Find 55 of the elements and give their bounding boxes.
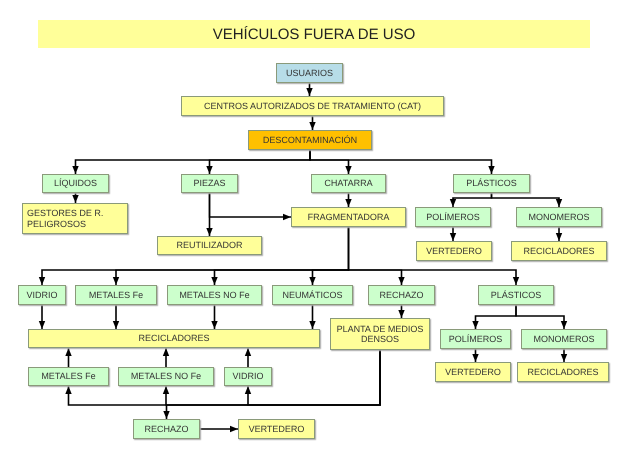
process-box: VERTEDERO [416,241,492,261]
arrow [556,227,562,241]
process-box: NEUMÁTICOS [272,285,353,305]
arrow [450,227,456,241]
process-box: VERTEDERO [238,419,315,439]
process-box: LÍQUIDOS [42,174,109,193]
process-box: FRAGMENTADORA [291,207,406,227]
arrow [560,349,568,362]
process-box: VERTEDERO [435,362,511,382]
process-box: POLÍMEROS [440,329,511,349]
process-box: METALES NO Fe [118,367,214,386]
process-box: METALES NO Fe [167,285,262,305]
arrow [345,193,352,207]
process-box: REUTILIZADOR [157,236,262,255]
process-box: USUARIOS [276,63,343,83]
process-box: RECICLADORES [511,241,607,261]
process-box: PIEZAS [181,174,238,193]
process-box: GESTORES DE R. PELIGROSOS [22,203,128,234]
process-box: POLÍMEROS [415,207,491,227]
process-box: DESCONTAMINACIÓN [248,130,372,150]
process-box: RECHAZO [133,419,200,439]
arrow [162,348,170,367]
process-box: RECICLADORES [517,362,609,382]
process-box: PLÁSTICOS [453,174,530,193]
process-box: CHATARRA [311,174,386,193]
arrow [309,305,316,329]
arrow [309,116,316,130]
arrow [211,305,218,329]
process-box: MONOMEROS [521,329,607,349]
arrow [38,305,46,329]
process-box: METALES Fe [28,367,109,386]
process-box: MONOMEROS [516,207,602,227]
arrow [200,426,238,432]
arrow [515,305,568,329]
arrow [112,305,120,329]
process-box: RECICLADORES [28,329,320,348]
arrow [65,348,72,367]
arrow [490,193,562,207]
process-box: PLÁSTICOS [478,285,554,305]
arrow [472,349,479,362]
arrow [244,348,252,367]
process-box: VIDRIO [224,367,272,386]
arrow [309,150,495,174]
arrow [208,193,291,220]
process-box: RECHAZO [368,285,435,305]
arrow [163,350,381,419]
process-box: PLANTA DE MEDIOS DENSOS [330,318,430,350]
arrow [72,193,79,203]
process-box: CENTROS AUTORIZADOS DE TRATAMIENTO (CAT) [181,96,444,116]
title-banner: VEHÍCULOS FUERA DE USO [38,20,590,48]
arrow [348,227,520,285]
process-box: METALES Fe [75,285,157,305]
process-box: VIDRIO [18,285,66,305]
arrow [398,305,405,318]
arrow [306,83,313,96]
